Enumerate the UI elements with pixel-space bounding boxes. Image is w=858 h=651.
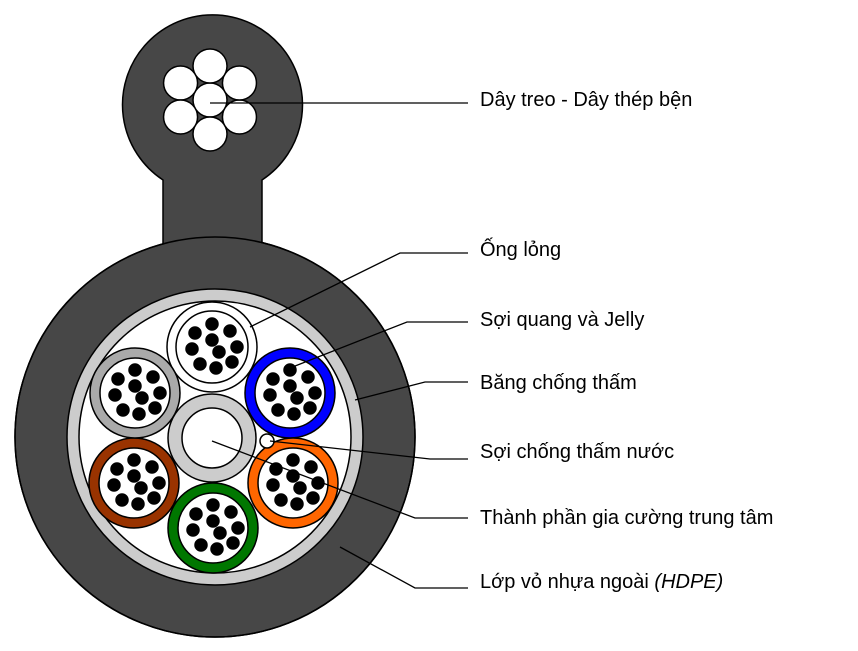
label-outer-sheath: Lớp vỏ nhựa ngoài (HDPE) [480,570,723,594]
optical-fiber [194,538,208,552]
optical-fiber [185,342,199,356]
steel-strand [162,65,199,101]
optical-fiber [146,370,160,384]
optical-fiber [145,460,159,474]
optical-fiber [212,345,226,359]
label-water-block-yarn: Sợi chống thấm nước [480,441,675,463]
label-central-strength: Thành phần gia cường trung tâm [480,507,774,529]
optical-fiber [193,357,207,371]
optical-fiber [147,491,161,505]
optical-fiber [188,326,202,340]
leader-line [249,252,468,328]
optical-fiber [225,355,239,369]
optical-fiber [301,370,315,384]
optical-fiber [306,491,320,505]
optical-fiber [127,469,141,483]
optical-fiber [128,363,142,377]
optical-fiber [152,476,166,490]
optical-fiber [131,497,145,511]
optical-fiber [286,453,300,467]
optical-fiber [231,521,245,535]
optical-fiber [135,391,149,405]
optical-fiber [189,507,203,521]
label-messenger: Dây treo - Dây thép bện [480,89,693,111]
optical-fiber [116,403,130,417]
optical-fiber [209,361,223,375]
optical-fiber [266,372,280,386]
central-strength-core [181,407,243,469]
sheath-neck [164,170,261,250]
steel-strand [192,48,228,84]
optical-fiber [132,407,146,421]
optical-fiber [287,407,301,421]
optical-fiber [110,462,124,476]
outer-sheath-material: (HDPE) [654,571,724,593]
outer-sheath-outline [14,236,416,638]
optical-fiber [308,386,322,400]
optical-fiber [206,514,220,528]
leader-line [269,440,468,460]
optical-fiber [263,388,277,402]
optical-fiber [210,542,224,556]
optical-fiber [205,317,219,331]
label-fiber-jelly: Sợi quang và Jelly [480,309,645,331]
steel-strand [192,82,228,118]
optical-fiber [230,340,244,354]
steel-strand [192,116,228,152]
label-loose-tube: Ống lỏng [480,239,562,261]
optical-fiber [293,481,307,495]
optical-fiber [290,497,304,511]
optical-fiber [226,536,240,550]
optical-fiber [107,478,121,492]
optical-fiber [224,505,238,519]
optical-fiber [111,372,125,386]
label-water-block-tape: Băng chống thấm [480,372,637,394]
optical-fiber [134,481,148,495]
optical-fiber [213,526,227,540]
optical-fiber [304,460,318,474]
optical-fiber [108,388,122,402]
outer-sheath-text: Lớp vỏ nhựa ngoài [480,571,649,593]
steel-strand [221,65,258,101]
optical-fiber [266,478,280,492]
optical-fiber [205,333,219,347]
steel-strand [221,99,258,135]
optical-fiber [303,401,317,415]
leader-line [339,546,468,589]
optical-fiber [223,324,237,338]
optical-fiber [148,401,162,415]
optical-fiber [206,498,220,512]
optical-fiber [115,493,129,507]
optical-fiber [274,493,288,507]
optical-fiber [153,386,167,400]
optical-fiber [127,453,141,467]
leader-line [289,321,468,369]
steel-strand [162,99,199,135]
optical-fiber [128,379,142,393]
leader-line [211,440,468,519]
leader-line [354,381,468,401]
optical-fiber [290,391,304,405]
optical-fiber [271,403,285,417]
optical-fiber [186,523,200,537]
optical-fiber [283,379,297,393]
